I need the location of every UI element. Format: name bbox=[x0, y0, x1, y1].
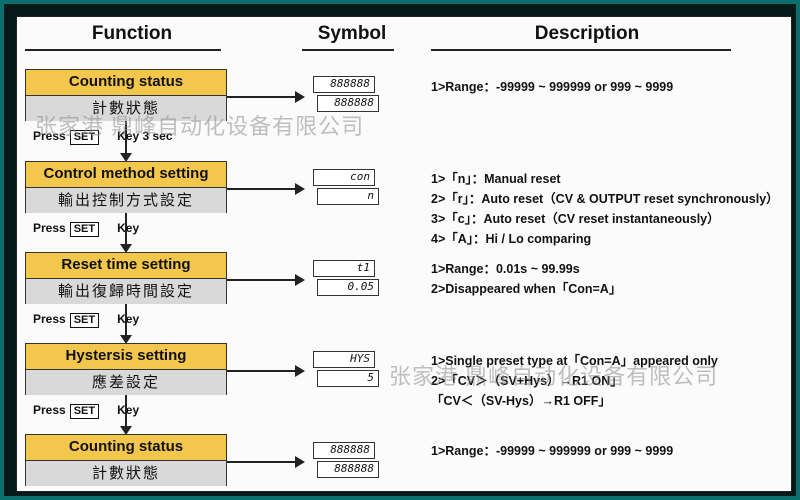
arrow-head-icon bbox=[295, 456, 305, 468]
arrow-head-icon bbox=[295, 183, 305, 195]
flow-line-4 bbox=[125, 395, 127, 430]
segment-display-bottom: n bbox=[317, 188, 379, 205]
set-key-icon: SET bbox=[69, 130, 100, 145]
function-label-zh: 輸出控制方式設定 bbox=[26, 188, 226, 213]
key-suffix-text: Key bbox=[117, 221, 140, 235]
watermark-text: 张家港 鼎峰自动化设备有限公司 bbox=[389, 364, 719, 389]
function-label-zh: 輸出復歸時間設定 bbox=[26, 279, 226, 304]
function-box-counting-status-return: Counting status 計數狀態 bbox=[25, 434, 227, 486]
function-box-counting-status: Counting status 計數狀態 bbox=[25, 69, 227, 121]
description-line: 1>Range：-99999 ~ 999999 or 999 ~ 9999 bbox=[431, 444, 674, 458]
press-text: Press bbox=[33, 221, 66, 235]
key-suffix-text: Key bbox=[117, 403, 140, 417]
segment-display-top: 888888 bbox=[313, 442, 375, 459]
segment-display-top: t1 bbox=[313, 260, 375, 277]
function-box-hystersis: Hystersis setting 應差設定 bbox=[25, 343, 227, 395]
arrow-to-symbol-5 bbox=[227, 461, 297, 463]
description-line: 1>「n」：Manual reset bbox=[431, 172, 561, 186]
function-box-control-method: Control method setting 輸出控制方式設定 bbox=[25, 161, 227, 213]
set-key-icon: SET bbox=[69, 222, 100, 237]
function-label-en: Hystersis setting bbox=[26, 344, 226, 370]
function-label-zh: 計數狀態 bbox=[26, 96, 226, 121]
press-text: Press bbox=[33, 403, 66, 417]
key-suffix-text: Key bbox=[117, 312, 140, 326]
symbol-display-1: 888888 888888 bbox=[313, 76, 379, 114]
description-2: 1>「n」：Manual reset 2>「r」：Auto reset（CV &… bbox=[431, 169, 779, 249]
arrow-head-icon bbox=[295, 365, 305, 377]
segment-display-top: 888888 bbox=[313, 76, 375, 93]
description-4: 1>Single preset type at「Con=A」appeared o… bbox=[431, 351, 718, 411]
symbol-display-4: HYS 5 bbox=[313, 351, 379, 389]
description-1: 1>Range：-99999 ~ 999999 or 999 ~ 9999 bbox=[431, 77, 673, 97]
arrow-down-icon bbox=[120, 153, 132, 162]
segment-display-top: con bbox=[313, 169, 375, 186]
segment-display-bottom: 5 bbox=[317, 370, 379, 387]
symbol-display-2: con n bbox=[313, 169, 379, 207]
arrow-head-icon bbox=[295, 91, 305, 103]
description-line: 2>Disappeared when「Con=A」 bbox=[431, 282, 622, 296]
press-text: Press bbox=[33, 312, 66, 326]
press-text: Press bbox=[33, 129, 66, 143]
arrow-down-icon bbox=[120, 335, 132, 344]
symbol-header-underline bbox=[302, 49, 394, 51]
description-header-underline bbox=[431, 49, 731, 51]
segment-display-bottom: 0.05 bbox=[317, 279, 379, 296]
description-line: 「CV＜（SV-Hys）→R1 OFF」 bbox=[431, 394, 611, 408]
segment-display-bottom: 888888 bbox=[317, 461, 379, 478]
description-line: 2>「CV＞（SV+Hys）→R1 ON」 bbox=[431, 374, 623, 388]
description-5: 1>Range：-99999 ~ 999999 or 999 ~ 9999 bbox=[431, 441, 673, 461]
description-3: 1>Range：0.01s ~ 99.99s 2>Disappeared whe… bbox=[431, 259, 621, 299]
description-line: 3>「c」：Auto reset（CV reset instantaneousl… bbox=[431, 212, 720, 226]
arrow-to-symbol-2 bbox=[227, 188, 297, 190]
description-line: 1>Single preset type at「Con=A」appeared o… bbox=[431, 354, 718, 368]
function-label-zh: 計數狀態 bbox=[26, 461, 226, 486]
arrow-to-symbol-4 bbox=[227, 370, 297, 372]
watermark-text: 张家港 鼎峰自动化设备有限公司 bbox=[35, 114, 365, 139]
description-line: 4>「A」：Hi / Lo comparing bbox=[431, 232, 592, 246]
symbol-display-3: t1 0.05 bbox=[313, 260, 379, 298]
description-line: 1>Range：-99999 ~ 999999 or 999 ~ 9999 bbox=[431, 80, 674, 94]
set-key-icon: SET bbox=[69, 313, 100, 328]
description-header: Description bbox=[534, 23, 640, 44]
description-line: 1>Range：0.01s ~ 99.99s bbox=[431, 262, 580, 276]
function-header: Function bbox=[91, 23, 173, 44]
arrow-down-icon bbox=[120, 426, 132, 435]
description-line: 2>「r」：Auto reset（CV & OUTPUT reset synch… bbox=[431, 192, 779, 206]
function-label-en: Counting status bbox=[26, 435, 226, 461]
arrow-to-symbol-1 bbox=[227, 96, 297, 98]
arrow-to-symbol-3 bbox=[227, 279, 297, 281]
function-box-reset-time: Reset time setting 輸出復歸時間設定 bbox=[25, 252, 227, 304]
symbol-header: Symbol bbox=[317, 23, 387, 44]
function-label-zh: 應差設定 bbox=[26, 370, 226, 395]
flow-line-2 bbox=[125, 213, 127, 248]
function-label-en: Control method setting bbox=[26, 162, 226, 188]
outer-frame: Function Symbol Description Counting sta… bbox=[4, 4, 796, 496]
segment-display-bottom: 888888 bbox=[317, 95, 379, 112]
arrow-head-icon bbox=[295, 274, 305, 286]
arrow-down-icon bbox=[120, 244, 132, 253]
segment-display-top: HYS bbox=[313, 351, 375, 368]
flow-line-3 bbox=[125, 304, 127, 339]
flow-line-1 bbox=[125, 121, 127, 157]
key-suffix-text: Key 3 sec bbox=[117, 129, 173, 143]
symbol-display-5: 888888 888888 bbox=[313, 442, 379, 480]
function-header-underline bbox=[25, 49, 221, 51]
function-diagram-panel: Function Symbol Description Counting sta… bbox=[16, 16, 792, 492]
set-key-icon: SET bbox=[69, 404, 100, 419]
function-label-en: Counting status bbox=[26, 70, 226, 96]
function-label-en: Reset time setting bbox=[26, 253, 226, 279]
